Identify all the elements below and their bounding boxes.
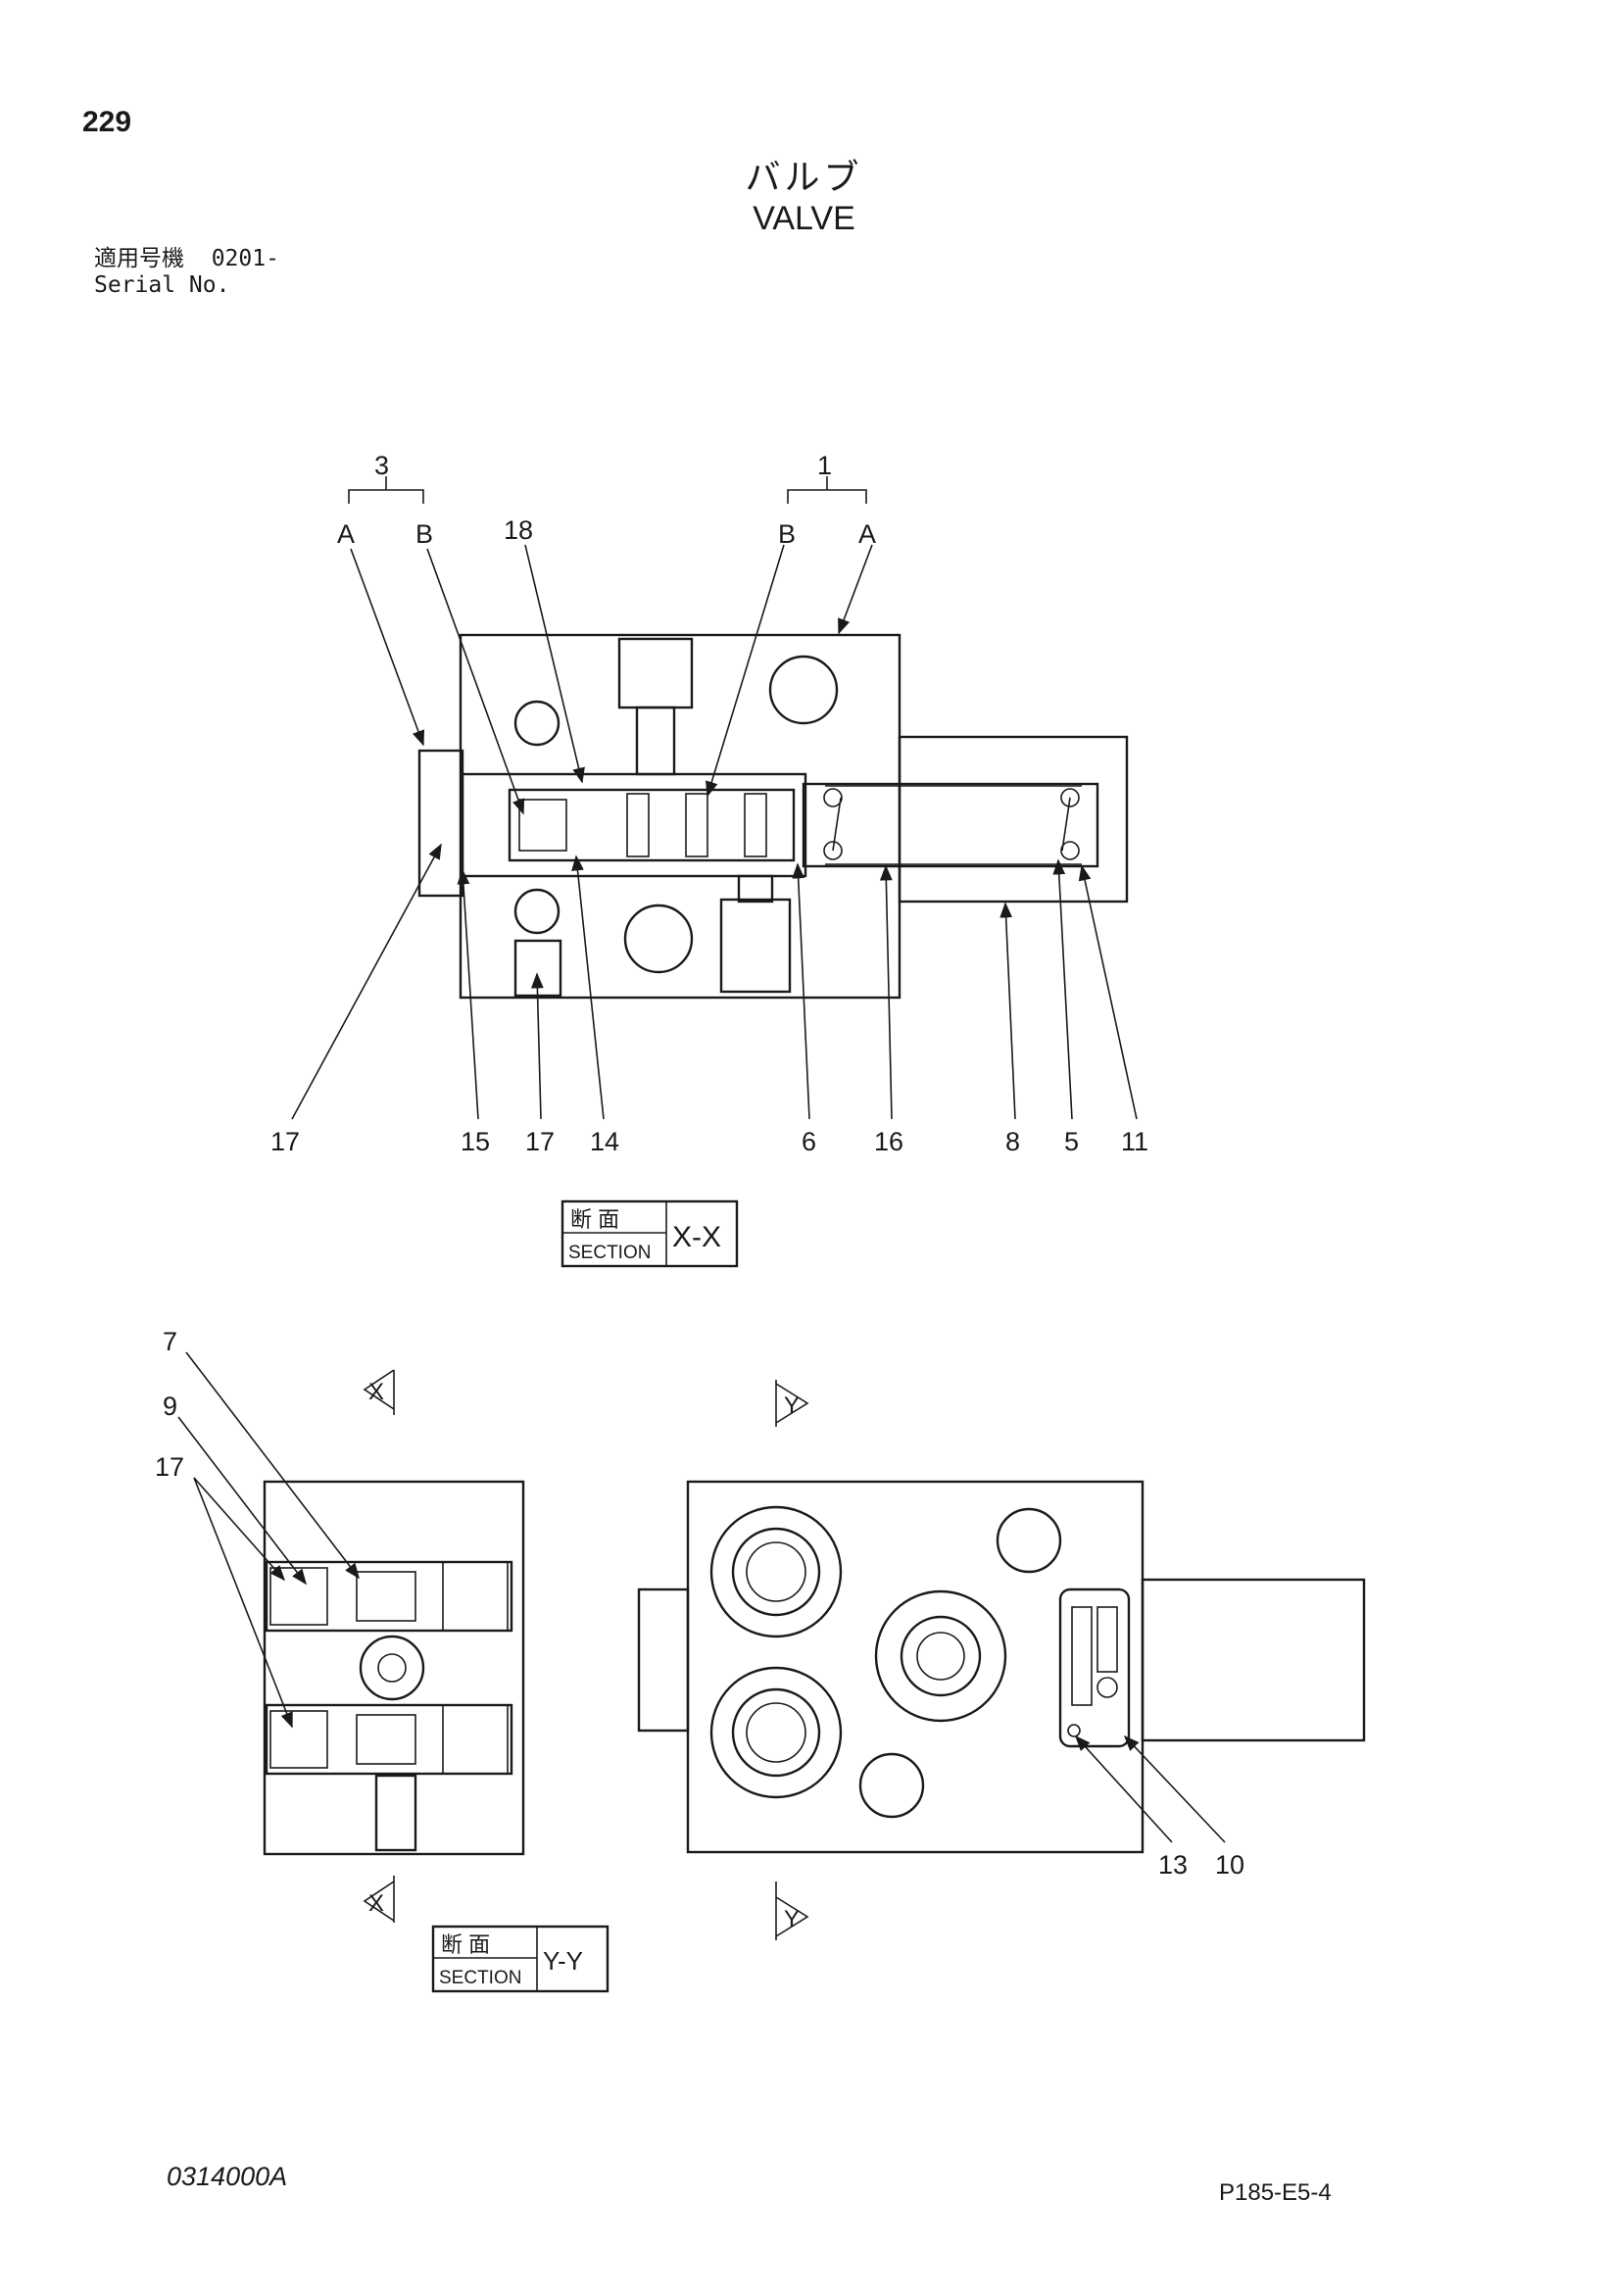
section-arrow-x-bottom: X [363, 1876, 395, 1923]
section-yy-jp: 断 面 [441, 1932, 490, 1957]
callout-17-yy: 17 [155, 1452, 184, 1482]
callout-18: 18 [504, 515, 533, 545]
callout-17-left: 17 [270, 1127, 300, 1156]
callout-11: 11 [1121, 1127, 1148, 1156]
leader-lines-xx [291, 544, 1138, 1120]
section-yy-en: SECTION [439, 1968, 521, 1988]
section-arrow-y-bottom: Y [775, 1881, 809, 1940]
callout-8: 8 [1005, 1127, 1020, 1156]
group-bracket-1 [787, 476, 867, 504]
section-xx-label-box: 断 面 SECTION X-X [560, 1199, 739, 1268]
body-port-circle-lower [623, 904, 694, 974]
end-view-drawing [637, 1480, 1366, 1854]
callout-1-b: B [778, 519, 796, 549]
section-yy-id: Y-Y [543, 1946, 583, 1976]
section-xx-id: X-X [672, 1221, 721, 1253]
section-xx-jp: 断 面 [570, 1207, 619, 1232]
leader-lines-end-view [1074, 1734, 1226, 1843]
serial-value: 0201- [211, 246, 279, 271]
callout-3-b: B [415, 519, 433, 549]
arrow-y-bottom-label: Y [784, 1906, 800, 1932]
top-port [617, 637, 694, 709]
section-arrow-y-top: Y [775, 1380, 809, 1427]
callout-6: 6 [802, 1127, 816, 1156]
spool [508, 788, 796, 862]
callout-3-a: A [337, 519, 355, 549]
serial-label-jp: 適用号機 [94, 246, 184, 271]
nameplate [1058, 1588, 1131, 1748]
drawing-code: 0314000A [167, 2162, 288, 2191]
body-port-circle-upper [768, 655, 839, 725]
callout-14: 14 [590, 1127, 619, 1156]
callout-7: 7 [163, 1327, 177, 1356]
callout-15: 15 [461, 1127, 490, 1156]
leader-lines-yy [177, 1351, 360, 1729]
callout-9: 9 [163, 1392, 177, 1421]
section-xx-drawing [417, 633, 1129, 1000]
section-xx-en: SECTION [568, 1243, 651, 1263]
page-number: 229 [82, 106, 132, 138]
serial-number-line: 適用号機 0201- [94, 247, 279, 270]
group-bracket-3 [348, 476, 424, 504]
callout-10: 10 [1215, 1850, 1244, 1880]
title-english: VALVE [753, 200, 855, 237]
callout-3: 3 [374, 451, 389, 480]
arrow-y-top-label: Y [784, 1392, 800, 1419]
callout-5: 5 [1064, 1127, 1079, 1156]
plug-housing [898, 735, 1129, 904]
end-view-body [686, 1480, 1145, 1854]
serial-label-en: Serial No. [94, 272, 230, 298]
valve-body [459, 633, 901, 1000]
callout-1-a: A [858, 519, 876, 549]
section-yy-drawing [263, 1480, 525, 1856]
arrow-x-bottom-label: X [368, 1890, 384, 1917]
callout-17-mid: 17 [525, 1127, 555, 1156]
section-yy-body [263, 1480, 525, 1856]
callout-1: 1 [817, 451, 832, 480]
section-arrow-x-top: X [363, 1369, 395, 1415]
arrow-x-top-label: X [368, 1379, 384, 1405]
callout-13: 13 [1158, 1850, 1188, 1880]
page-code: P185-E5-4 [1219, 2179, 1332, 2206]
callout-16: 16 [874, 1127, 903, 1156]
title-japanese: バルブ [745, 158, 863, 198]
spring [823, 785, 1082, 865]
bottom-port [719, 898, 792, 994]
section-yy-label-box: 断 面 SECTION Y-Y [431, 1925, 609, 1993]
